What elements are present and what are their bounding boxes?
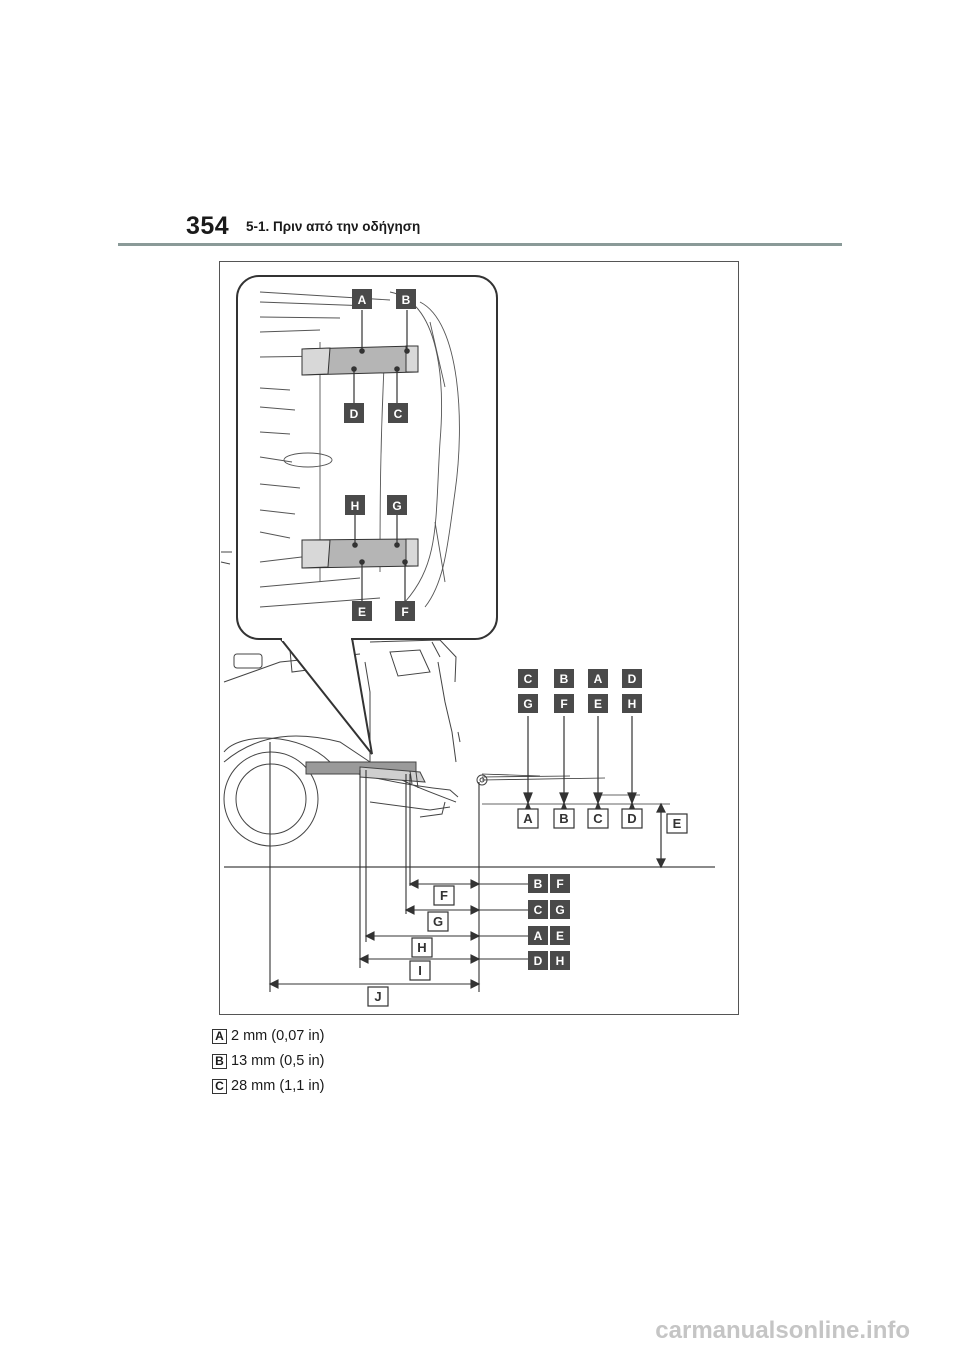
towing-hitch-diagram: A B D C H G E F xyxy=(219,261,739,1015)
length-label: H xyxy=(417,940,426,955)
length-dimensions xyxy=(268,742,532,992)
spec-list: A 2 mm (0,07 in) B 13 mm (0,5 in) C 28 m… xyxy=(212,1024,324,1099)
inset-label: C xyxy=(394,407,403,421)
page-number: 354 xyxy=(186,212,230,240)
pair-label: H xyxy=(556,954,565,968)
inset-badges: A B D C H G E F xyxy=(344,289,416,621)
pair-label: B xyxy=(534,877,543,891)
inset-label: H xyxy=(351,499,360,513)
spec-item: C 28 mm (1,1 in) xyxy=(212,1074,324,1098)
inset-label: B xyxy=(402,293,411,307)
upper-badges: C B A D G F E H xyxy=(518,669,642,713)
marker-label: D xyxy=(627,811,636,826)
spec-key-badge: B xyxy=(212,1053,227,1069)
inset-label: A xyxy=(358,293,367,307)
pair-label: E xyxy=(556,929,564,943)
lower-receiver xyxy=(301,538,419,569)
vehicle-side-view xyxy=(220,551,715,868)
spec-value: 2 mm (0,07 in) xyxy=(231,1028,325,1044)
spec-item: B 13 mm (0,5 in) xyxy=(212,1049,324,1073)
spec-key-badge: C xyxy=(212,1078,227,1094)
length-label-badges: F G H I J xyxy=(367,885,455,1007)
length-label: J xyxy=(374,989,381,1004)
length-label: F xyxy=(440,888,448,903)
pair-label: A xyxy=(534,929,543,943)
vertical-markers xyxy=(481,716,670,869)
spec-key-badge: A xyxy=(212,1028,227,1044)
spec-value: 28 mm (1,1 in) xyxy=(231,1078,325,1094)
spec-value: 13 mm (0,5 in) xyxy=(231,1053,325,1069)
marker-label: D xyxy=(628,672,637,686)
inset-label: G xyxy=(392,499,401,513)
marker-label: A xyxy=(594,672,603,686)
pair-label: D xyxy=(534,954,543,968)
length-pair-badges: B F C G A E D H xyxy=(528,874,570,970)
marker-label: C xyxy=(593,811,603,826)
inset-callout: A B D C H G E F xyxy=(236,275,498,755)
header-rule xyxy=(118,243,842,246)
section-title: 5-1. Πριν από την οδήγηση xyxy=(246,219,421,234)
watermark[interactable]: carmanualsonline.info xyxy=(655,1317,910,1344)
pair-label: C xyxy=(534,903,543,917)
hitch-bar xyxy=(305,761,488,789)
pair-label: G xyxy=(555,903,564,917)
length-label: G xyxy=(433,914,443,929)
length-label: I xyxy=(418,963,422,978)
pair-label: F xyxy=(556,877,563,891)
marker-label: C xyxy=(524,672,533,686)
marker-label: B xyxy=(560,672,569,686)
marker-label: B xyxy=(559,811,568,826)
inset-label: F xyxy=(401,605,408,619)
spec-item: A 2 mm (0,07 in) xyxy=(212,1024,324,1048)
inset-leaders xyxy=(351,310,410,601)
height-label: E xyxy=(673,816,682,831)
bottom-marker-badges: A B C D E xyxy=(517,808,688,834)
marker-label: G xyxy=(523,697,532,711)
marker-label: E xyxy=(594,697,602,711)
inset-label: E xyxy=(358,605,366,619)
marker-label: F xyxy=(560,697,567,711)
marker-label: A xyxy=(523,811,533,826)
diagram-svg: A B D C H G E F xyxy=(220,275,715,1007)
marker-label: H xyxy=(628,697,637,711)
inset-label: D xyxy=(350,407,359,421)
